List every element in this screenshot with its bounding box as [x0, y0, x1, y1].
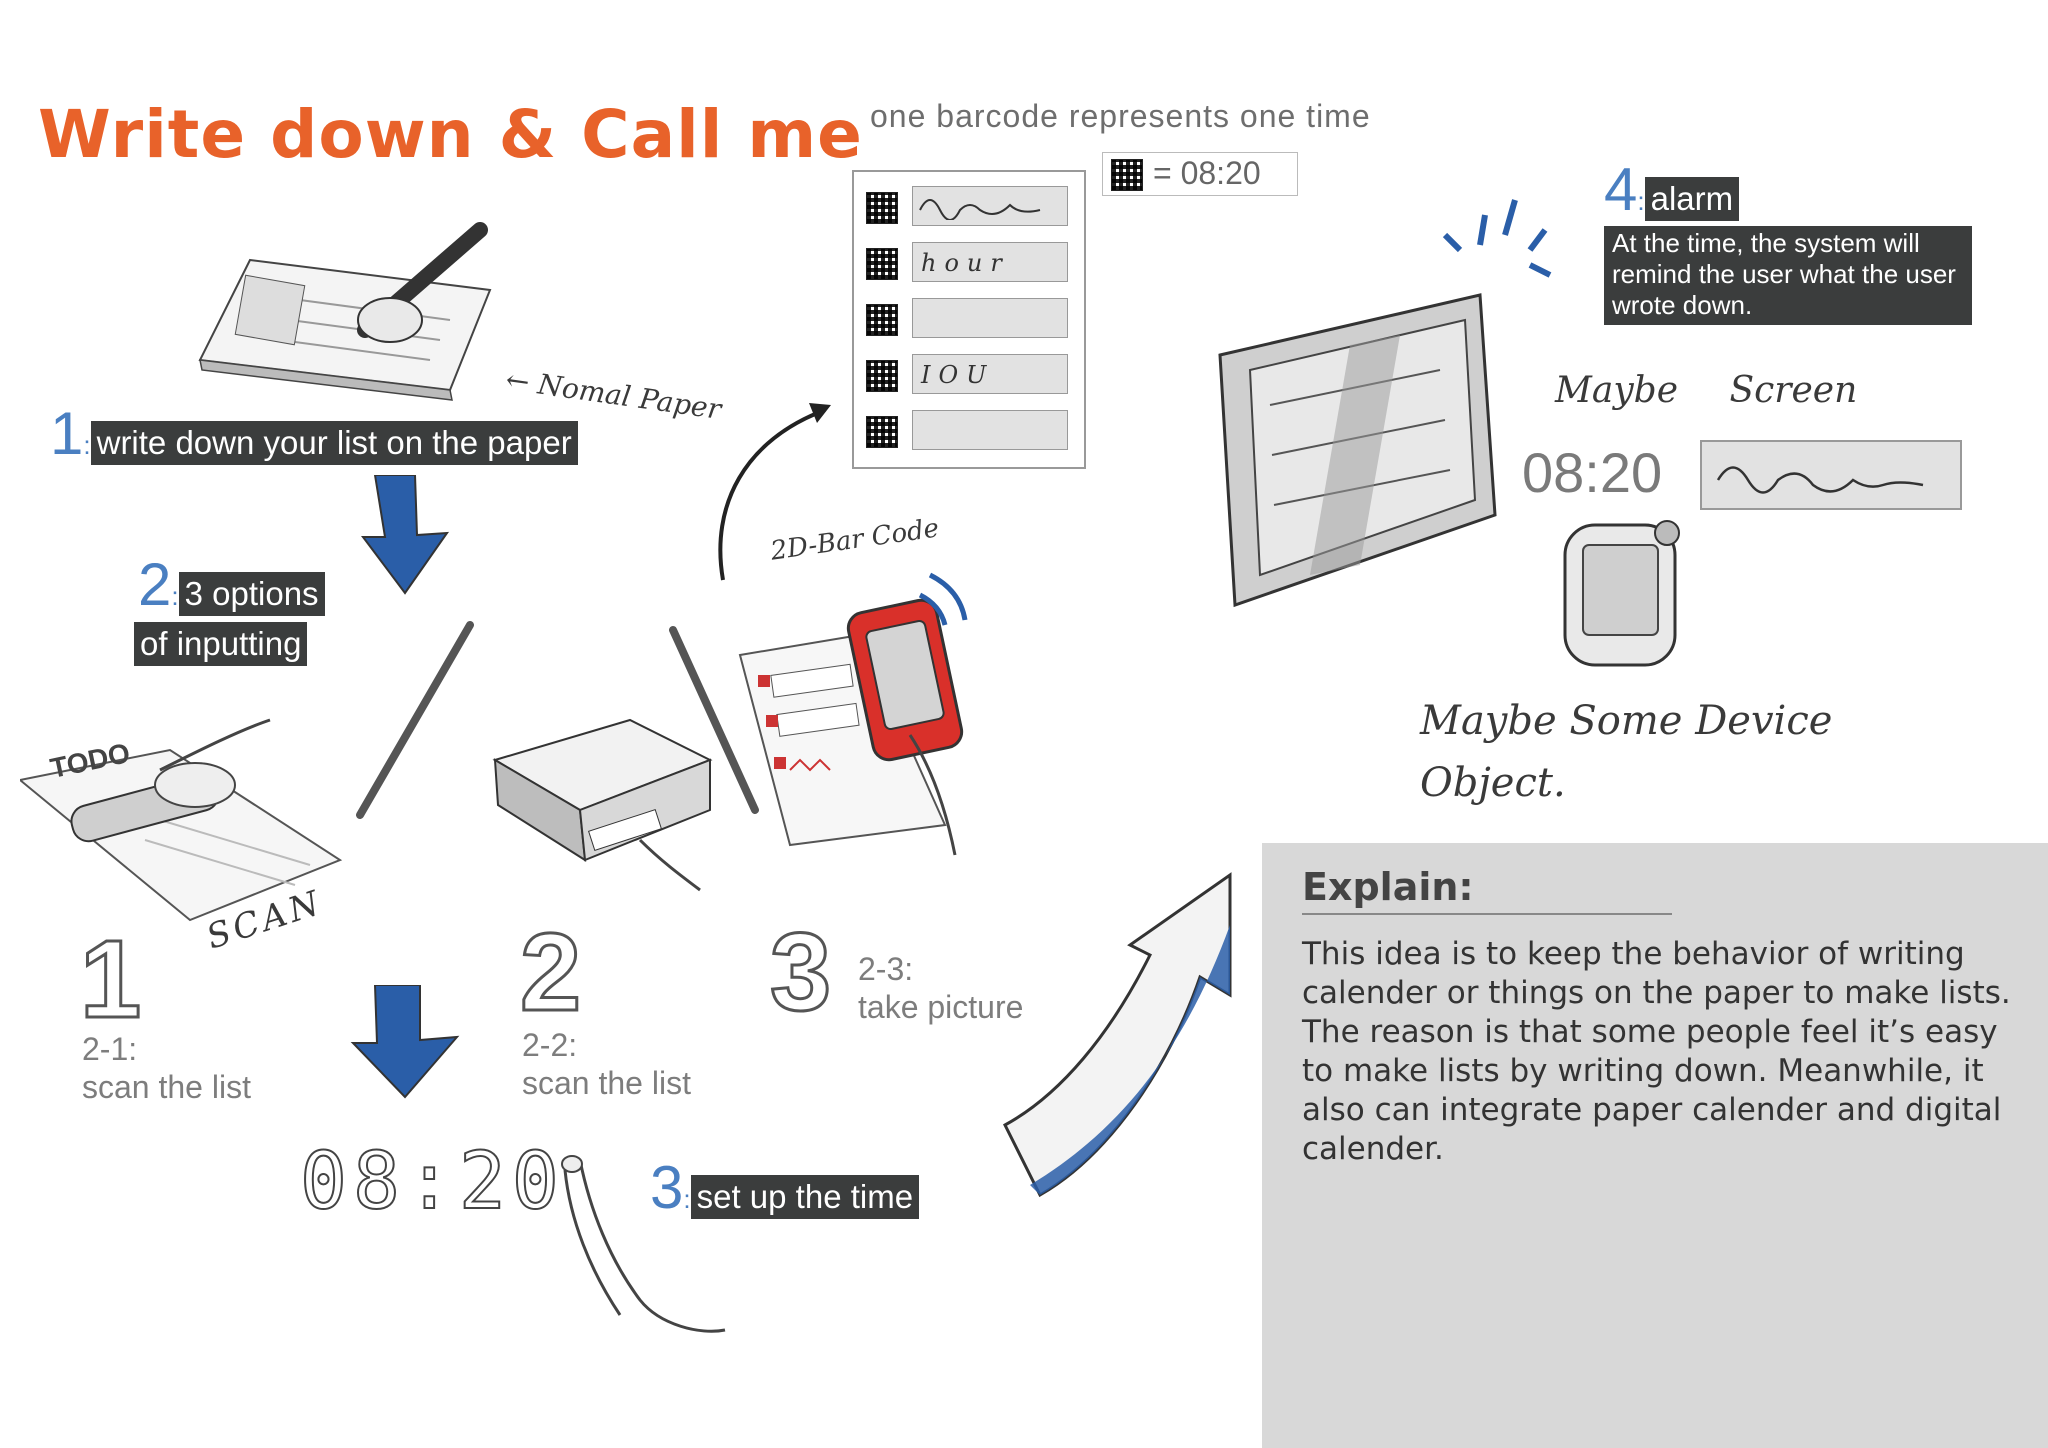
- digital-clock-sketch: 08:20: [299, 1137, 565, 1227]
- step-1-label: write down your list on the paper: [90, 421, 578, 465]
- handheld-scanner-sketch: [20, 718, 343, 922]
- handwritten-field: IOU: [912, 354, 1068, 394]
- qr-icon: [866, 192, 898, 224]
- handwritten-field: [912, 410, 1068, 450]
- device-object-sketch: [1563, 520, 1680, 667]
- page-title: Write down & Call me: [38, 96, 863, 173]
- curved-arrow-icon: [718, 403, 831, 581]
- alarm-description: At the time, the system will remind the …: [1604, 226, 1972, 325]
- qr-icon: [866, 360, 898, 392]
- arrow-down-icon: [361, 475, 450, 595]
- barcode-legend: = 08:20: [1102, 152, 1298, 196]
- step-3-label: set up the time: [690, 1175, 920, 1219]
- step-1-number: 1: [50, 400, 84, 467]
- step-3-number: 3: [650, 1154, 684, 1221]
- option-3-label: 2-3: take picture: [858, 951, 1024, 1025]
- arrow-up-icon: [1003, 872, 1232, 1198]
- handwritten-field: [912, 298, 1068, 338]
- option-1-digit: 1: [78, 918, 142, 1041]
- option-2-label: 2-2: scan the list: [522, 1027, 691, 1101]
- step-4: 4:alarm: [1604, 160, 1740, 221]
- barcode-time: = 08:20: [1153, 155, 1261, 191]
- explain-heading: Explain:: [1302, 865, 1474, 909]
- arrow-down-icon: [350, 985, 460, 1099]
- flatbed-scanner-sketch: [492, 718, 713, 892]
- option-1-label: 2-1: scan the list: [82, 1031, 251, 1105]
- alarm-rays-icon: [1442, 199, 1552, 278]
- list-item: [866, 410, 1076, 452]
- step-2-number: 2: [138, 551, 172, 618]
- explain-panel: Explain: This idea is to keep the behavi…: [1262, 843, 2048, 1448]
- maybe-device-note: Maybe Some Device Object.: [1420, 698, 1833, 806]
- qr-icon: [866, 416, 898, 448]
- step-2-line2: of inputting: [134, 622, 308, 666]
- list-item: hour: [866, 242, 1076, 284]
- explain-body: This idea is to keep the behavior of wri…: [1302, 936, 2011, 1167]
- list-item: [866, 298, 1076, 340]
- divider-line: [356, 621, 474, 819]
- maybe-screen-note: Maybe Screen: [1555, 370, 1858, 411]
- barcode-caption: one barcode represents one time: [870, 98, 1371, 134]
- screen-time: 08:20: [1522, 441, 1663, 504]
- qr-icon: [866, 248, 898, 280]
- divider-line: [669, 626, 759, 814]
- step-1: 1:write down your list on the paper: [50, 404, 578, 465]
- option-2-digit: 2: [518, 911, 582, 1034]
- qr-icon: [1111, 159, 1143, 191]
- finger-sketch: [561, 1155, 726, 1333]
- scribble-signature: [1716, 466, 1924, 494]
- phone-photo-sketch: [738, 572, 968, 856]
- option-3-digit: 3: [768, 911, 832, 1034]
- handwritten-field: hour: [912, 242, 1068, 282]
- tablet-screen-sketch: [1218, 293, 1497, 608]
- step-2-label-line1: 3 options: [178, 572, 325, 616]
- paper-writing-sketch: [198, 222, 492, 401]
- explain-divider: [1302, 913, 1672, 915]
- qr-icon: [866, 304, 898, 336]
- step-3: 3:set up the time: [650, 1158, 920, 1219]
- step-4-number: 4: [1604, 156, 1638, 223]
- scribble-signature: [919, 199, 1041, 220]
- list-item: IOU: [866, 354, 1076, 396]
- step-2: 2:3 options: [138, 555, 325, 616]
- step-2-label-line2: of inputting: [134, 622, 308, 666]
- step-4-label: alarm: [1644, 177, 1740, 221]
